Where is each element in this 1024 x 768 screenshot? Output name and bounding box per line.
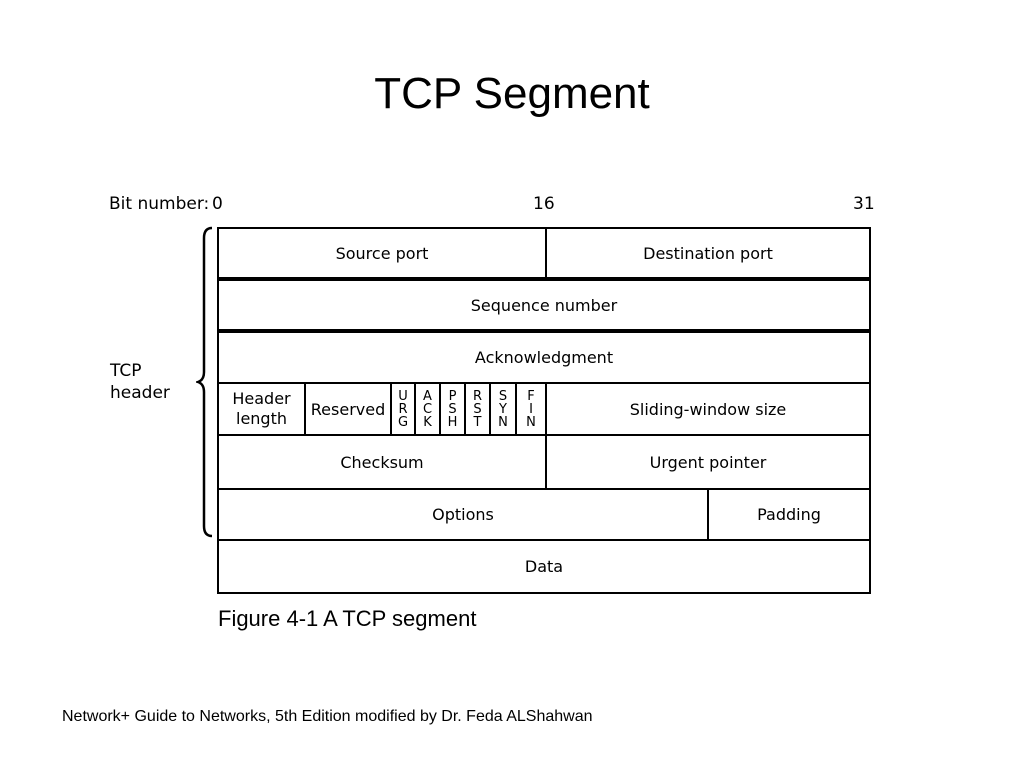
flag-ack: A C K <box>414 382 441 436</box>
sliding-window-size-label: Sliding-window size <box>629 399 787 419</box>
sliding-window-size-field: Sliding-window size <box>545 382 871 436</box>
curly-brace <box>196 226 213 538</box>
reserved-label: Reserved <box>310 399 386 419</box>
footer-credit: Network+ Guide to Networks, 5th Edition … <box>62 708 593 725</box>
flag-rst: R S T <box>464 382 491 436</box>
flag-urg-letter: U <box>398 388 408 404</box>
figure-caption: Figure 4-1 A TCP segment <box>218 606 477 631</box>
sequence-number-label: Sequence number <box>470 295 618 315</box>
flag-fin-letter: I <box>529 401 533 417</box>
flag-syn: S Y N <box>489 382 517 436</box>
slide-title: TCP Segment <box>374 69 650 118</box>
flag-urg-letter: G <box>397 414 409 430</box>
flag-syn-letter: S <box>498 388 508 404</box>
options-field: Options <box>217 488 709 541</box>
source-port-label: Source port <box>335 243 429 263</box>
flag-rst-letter: S <box>473 401 482 417</box>
padding-field: Padding <box>707 488 871 541</box>
flag-fin: F I N <box>515 382 547 436</box>
bit-number-31: 31 <box>853 194 875 214</box>
urgent-pointer-field: Urgent pointer <box>545 434 871 490</box>
options-label: Options <box>432 505 494 524</box>
bit-number-16: 16 <box>533 194 555 214</box>
flag-ack-letter: K <box>423 414 432 430</box>
flag-fin-letter: N <box>526 414 536 430</box>
flag-psh-letter: S <box>448 401 457 417</box>
data-field: Data <box>217 539 871 594</box>
source-port-field: Source port <box>217 227 547 279</box>
flag-rst-letter: T <box>473 414 482 430</box>
flag-syn-letter: Y <box>499 401 507 417</box>
tcp-header-label-line2: header <box>110 383 170 403</box>
flag-urg-letter: R <box>398 401 408 417</box>
acknowledgment-label: Acknowledgment <box>474 348 614 367</box>
flag-syn-letter: N <box>498 414 508 430</box>
bit-number-label: Bit number: <box>109 194 210 214</box>
checksum-label: Checksum <box>340 452 424 472</box>
checksum-field: Checksum <box>217 434 547 490</box>
urgent-pointer-label: Urgent pointer <box>649 452 767 472</box>
flag-rst-letter: R <box>472 388 483 404</box>
flag-fin-letter: F <box>527 388 535 404</box>
flag-psh: P S H <box>439 382 466 436</box>
destination-port-label: Destination port <box>643 243 773 263</box>
header-length-field: Header length <box>217 382 306 436</box>
flag-psh-letter: H <box>447 414 458 430</box>
flag-psh-letter: P <box>448 388 457 404</box>
destination-port-field: Destination port <box>545 227 871 279</box>
padding-label: Padding <box>757 505 821 524</box>
header-length-label-line2: length <box>236 409 287 428</box>
tcp-header-label: TCP header <box>110 360 170 404</box>
flag-urg: U R G <box>390 382 416 436</box>
bit-number-0: 0 <box>212 194 223 214</box>
header-length-label-line1: Header <box>232 389 291 408</box>
flag-ack-letter: A <box>423 388 432 404</box>
data-label: Data <box>524 557 564 576</box>
flag-ack-letter: C <box>422 401 433 417</box>
sequence-number-field: Sequence number <box>217 279 871 331</box>
tcp-header-label-line1: TCP <box>110 361 142 381</box>
acknowledgment-field: Acknowledgment <box>217 331 871 384</box>
reserved-field: Reserved <box>304 382 392 436</box>
